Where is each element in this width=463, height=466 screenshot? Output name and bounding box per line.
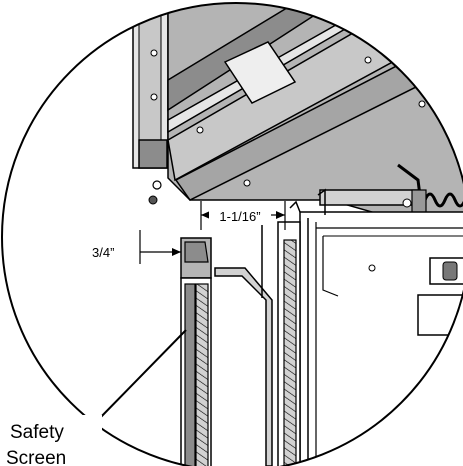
frame-rail (132, 3, 169, 205)
callout-label-line1: Safety (10, 422, 64, 443)
cabinet-wall (277, 221, 301, 466)
dimension-left-gap: 3/4” (92, 245, 114, 260)
callout-leader (95, 329, 187, 423)
spring-latch (319, 163, 463, 217)
callout-label-line2: Screen (6, 448, 66, 466)
deflector-bracket (214, 222, 273, 466)
dimension-center-gap: 1-1/16” (219, 209, 260, 224)
safety-screen (180, 237, 212, 466)
